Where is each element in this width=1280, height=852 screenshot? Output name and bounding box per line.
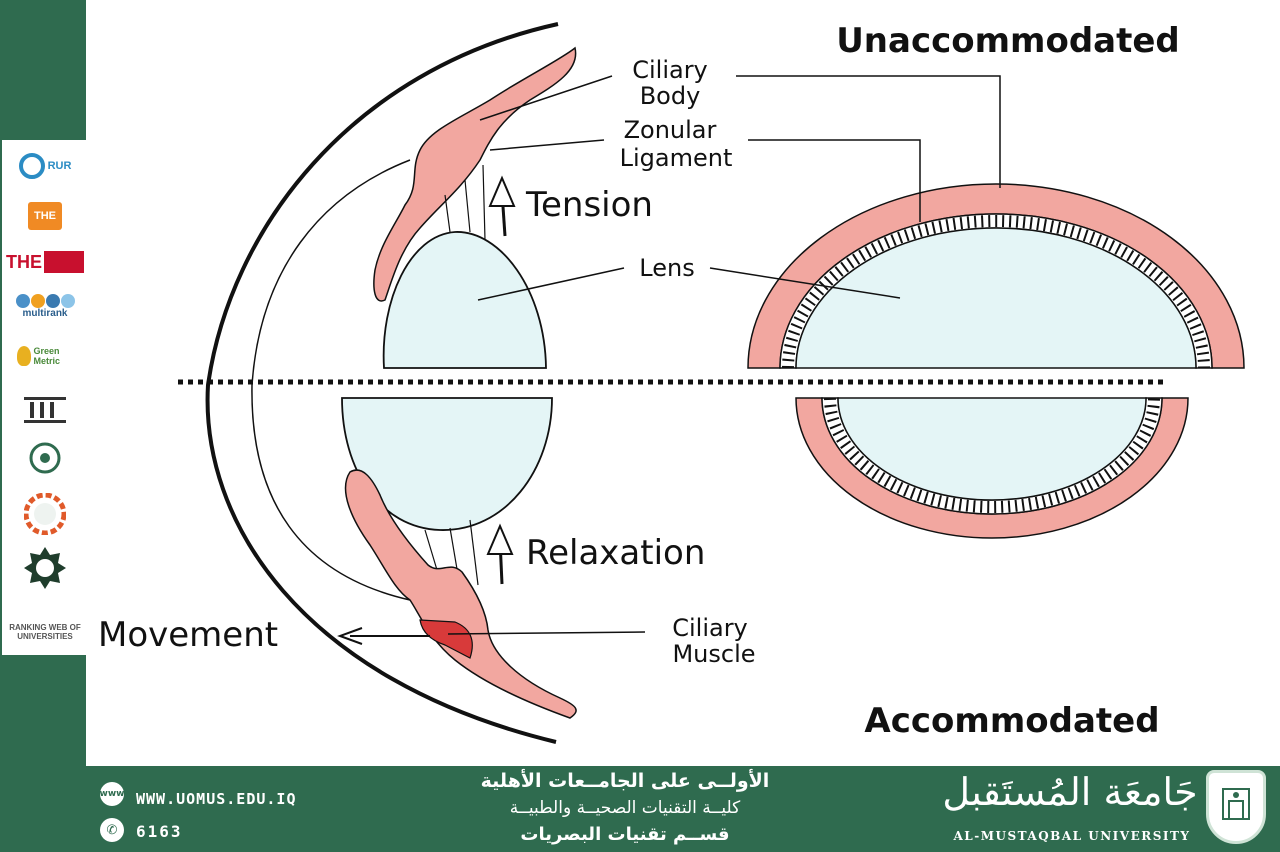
arab-rankings-emblem [6,440,84,480]
lens-upper-half [382,231,547,369]
zonular-ligament-label-line1: Zonular [624,116,717,144]
relaxation-label: Relaxation [526,533,705,573]
footer-arabic-line3: قســم تقنيات البصريات [520,824,730,845]
the-logo: THE [6,196,84,236]
website-url[interactable]: WWW.UOMUS.EDU.IQ [136,790,297,808]
relaxation-arrow-icon [486,523,514,585]
zonular-fibers-upper [444,164,486,241]
ciliary-muscle-label-line1: Ciliary [672,614,748,642]
university-name-arabic: جَامعَة المُستَقبل [942,770,1198,814]
ranking-web-logo: RANKING WEB OF UNIVERSITIES [9,623,81,641]
movement-arrow-icon [337,627,430,645]
globe-icon [18,153,45,179]
accommodated-label: Accommodated [864,701,1159,741]
leader-lines-left [447,75,646,635]
columns-institution-icon [6,390,84,430]
ciliary-body-upper [373,46,577,302]
ciliary-body-lower [344,469,577,719]
ciliary-body-label-line1: Ciliary [632,56,708,84]
ranking-logo-strip: RUR THE THE multirank Green Metric [2,140,86,655]
impact-rankings-badge [44,251,84,273]
unaccommodated-lens-ring [747,183,1245,369]
tension-arrow-icon [488,175,516,237]
cornea-inner-curve [251,159,411,601]
ciliary-muscle-label-line2: Muscle [672,640,755,668]
lens-lower-half [341,397,553,531]
zonular-ligament-label-line2: Ligament [620,144,733,172]
unaccommodated-label: Unaccommodated [836,21,1180,61]
federation-arab-engineers-emblem [6,547,84,589]
phone-icon: ✆ [100,818,124,842]
cornea-outer-curve [205,22,559,744]
footer-arabic-line1: الأولــى على الجامــعات الأهلية [480,770,770,792]
accommodated-lens-ring [795,397,1189,539]
ui-drop-icon [16,346,31,366]
rur-logo: RUR [6,146,84,186]
movement-label: Movement [98,615,278,655]
lens-label: Lens [639,254,694,282]
ciliary-body-label-line2: Body [640,82,701,110]
university-name-english: AL-MUSTAQBAL UNIVERSITY [953,829,1191,843]
globe-www-icon: www [100,782,124,806]
multirank-logo: multirank [6,286,84,326]
university-crest-icon [1206,770,1266,844]
greenmetric-logo: Green Metric [6,336,84,376]
sdg-wheel-icon [6,493,84,535]
leader-lines-right [709,75,1001,299]
phone-number: 6163 [136,822,183,841]
ciliary-muscle [419,619,473,659]
footer-arabic-line2: كليــة التقنيات الصحيــة والطبيــة [509,798,741,818]
tension-label: Tension [525,185,653,225]
accommodation-diagram: Unaccommodated Accommodated Ciliary Body… [98,21,1245,744]
multirank-circles-icon [15,293,75,308]
footer-bar [0,766,1280,852]
the-impact-logo: THE [6,242,84,282]
